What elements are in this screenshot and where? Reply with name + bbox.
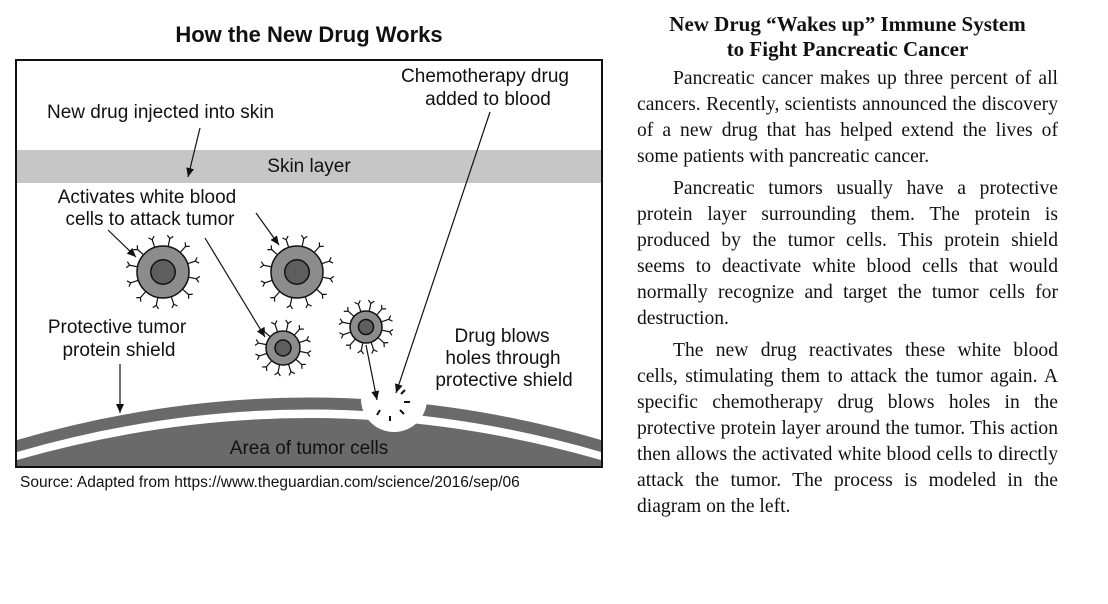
receptor-icon — [345, 338, 356, 350]
arrow-cell-3 — [204, 237, 266, 338]
arrow-injection — [186, 127, 201, 178]
receptor-icon — [287, 363, 296, 376]
article-paragraph: The new drug reactivates these white blo… — [637, 340, 1058, 517]
arrow-cell-1 — [107, 229, 137, 258]
arrow-chemo — [395, 111, 491, 394]
receptor-icon — [136, 291, 147, 302]
burst-icon — [376, 389, 410, 421]
receptor-icon — [316, 288, 327, 299]
white-blood-cell — [254, 319, 312, 377]
receptor-icon — [125, 261, 138, 269]
cell-nucleus — [284, 259, 310, 285]
receptor-icon — [322, 275, 335, 283]
white-blood-cell — [259, 234, 335, 310]
receptor-icon — [367, 299, 375, 312]
receptor-icon — [270, 320, 279, 333]
receptor-icon — [260, 279, 273, 287]
receptor-icon — [254, 339, 267, 346]
white-blood-cell — [125, 234, 201, 310]
receptor-icon — [376, 304, 387, 316]
receptor-icon — [267, 245, 278, 256]
receptor-icon — [182, 288, 193, 299]
receptor-icon — [285, 319, 292, 332]
receptor-icon — [152, 297, 160, 310]
receptor-icon — [259, 261, 272, 269]
article-title-line1: New Drug “Wakes up” Immune System — [669, 12, 1026, 36]
receptor-icon — [187, 257, 200, 265]
diagram-title: How the New Drug Works — [175, 22, 443, 47]
cell-nucleus — [150, 259, 176, 285]
receptor-icon — [188, 275, 201, 283]
receptor-icon — [343, 306, 355, 317]
article-paragraph: Pancreatic cancer makes up three percent… — [637, 68, 1058, 167]
blows-label-line1: Drug blows — [454, 326, 549, 347]
receptor-icon — [377, 337, 389, 348]
receptor-icon — [298, 335, 311, 344]
protein-shield — [17, 397, 601, 452]
receptor-icon — [299, 350, 312, 357]
receptor-icon — [370, 341, 378, 354]
white-blood-cell — [338, 299, 394, 355]
activates-label-line1: Activates white blood — [58, 187, 237, 208]
cell-nucleus — [357, 318, 375, 336]
tumor-area — [17, 418, 601, 466]
receptor-icon — [126, 279, 139, 287]
receptor-icon — [282, 235, 290, 248]
receptor-icon — [321, 257, 334, 265]
receptor-icon — [357, 342, 365, 355]
source-citation: Source: Adapted from https://www.theguar… — [20, 474, 520, 491]
blows-label-line3: protective shield — [435, 370, 572, 391]
tumor-area-label: Area of tumor cells — [230, 438, 388, 459]
arrows — [107, 111, 491, 413]
article-title-line2: to Fight Pancreatic Cancer — [726, 37, 969, 61]
arrow-cell-2 — [255, 212, 280, 246]
shield-label-line2: protein shield — [62, 340, 175, 361]
chemo-label-line1: Chemotherapy drug — [401, 66, 569, 87]
receptor-icon — [262, 360, 273, 372]
chemo-label-line2: added to blood — [425, 89, 551, 110]
activates-label-line2: cells to attack tumor — [66, 209, 236, 230]
skin-layer-label: Skin layer — [267, 156, 351, 177]
receptor-icon — [304, 296, 312, 309]
receptor-icon — [295, 358, 307, 369]
blows-label-line2: holes through — [445, 348, 560, 369]
receptor-icon — [293, 324, 304, 336]
skin-layer — [17, 150, 601, 183]
receptor-icon — [339, 331, 352, 339]
receptor-icon — [270, 291, 281, 302]
article-paragraph: Pancreatic tumors usually have a protect… — [637, 178, 1058, 329]
receptor-icon — [166, 234, 174, 247]
injected-label: New drug injected into skin — [47, 102, 274, 123]
arrow-cell-to-hole — [365, 344, 380, 401]
shield-label-line1: Protective tumor — [48, 317, 187, 338]
receptor-icon — [380, 315, 393, 323]
article-title: New Drug “Wakes up” Immune System to Fig… — [637, 12, 1058, 62]
cell-nucleus — [274, 339, 292, 357]
receptor-icon — [286, 297, 294, 310]
receptor-icon — [313, 242, 324, 253]
receptor-icon — [354, 300, 362, 313]
receptor-icon — [274, 364, 281, 377]
receptor-icon — [338, 318, 351, 326]
receptor-icon — [255, 352, 268, 361]
receptor-icon — [170, 296, 178, 309]
article: New Drug “Wakes up” Immune System to Fig… — [637, 12, 1058, 526]
receptor-icon — [300, 234, 308, 247]
receptor-icon — [148, 235, 156, 248]
receptor-icon — [381, 328, 394, 336]
shield-hole — [361, 366, 427, 432]
receptor-icon — [179, 242, 190, 253]
